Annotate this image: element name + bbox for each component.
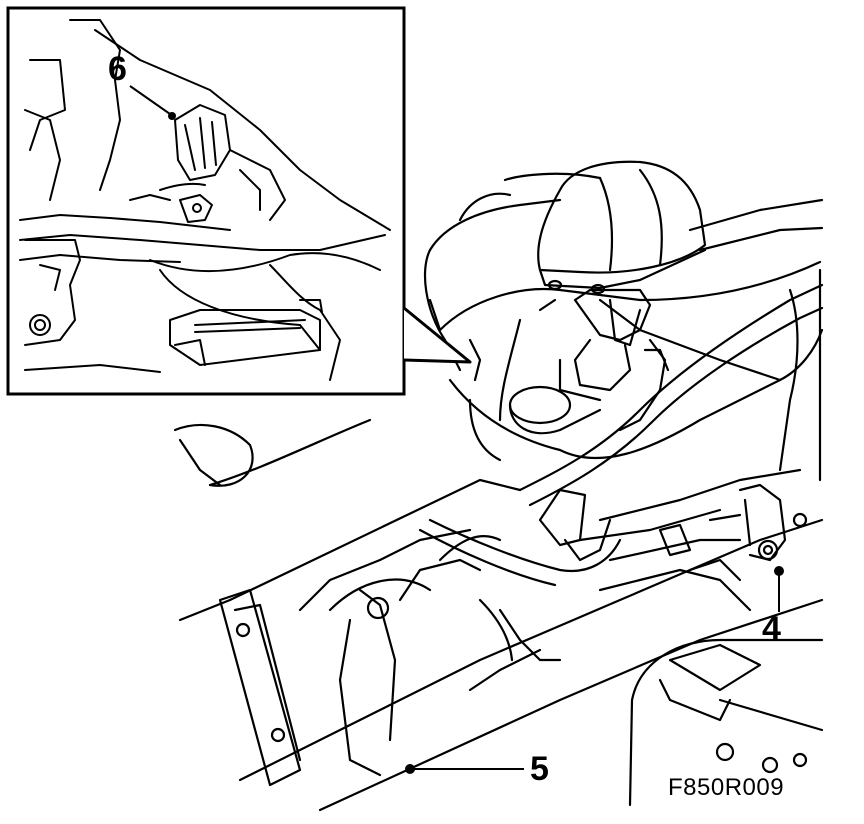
console-tube	[518, 283, 824, 507]
center-console	[428, 172, 824, 482]
cushion-edge	[173, 418, 372, 487]
callout-4: 4	[762, 610, 781, 648]
inset-detail	[6, 6, 472, 396]
shift-mechanism	[498, 288, 670, 435]
lower-panel	[178, 468, 824, 812]
figure-code: F850R009	[668, 774, 785, 801]
floor-area	[628, 638, 824, 807]
gear-lever-boot	[537, 160, 707, 295]
right-bracket	[658, 483, 808, 562]
cable-assembly	[418, 488, 752, 692]
callout-6: 6	[108, 50, 127, 88]
console-left-wall	[423, 192, 512, 382]
leader-lines	[405, 566, 784, 774]
callout-5: 5	[530, 750, 549, 788]
handbrake-bracket	[218, 535, 502, 787]
